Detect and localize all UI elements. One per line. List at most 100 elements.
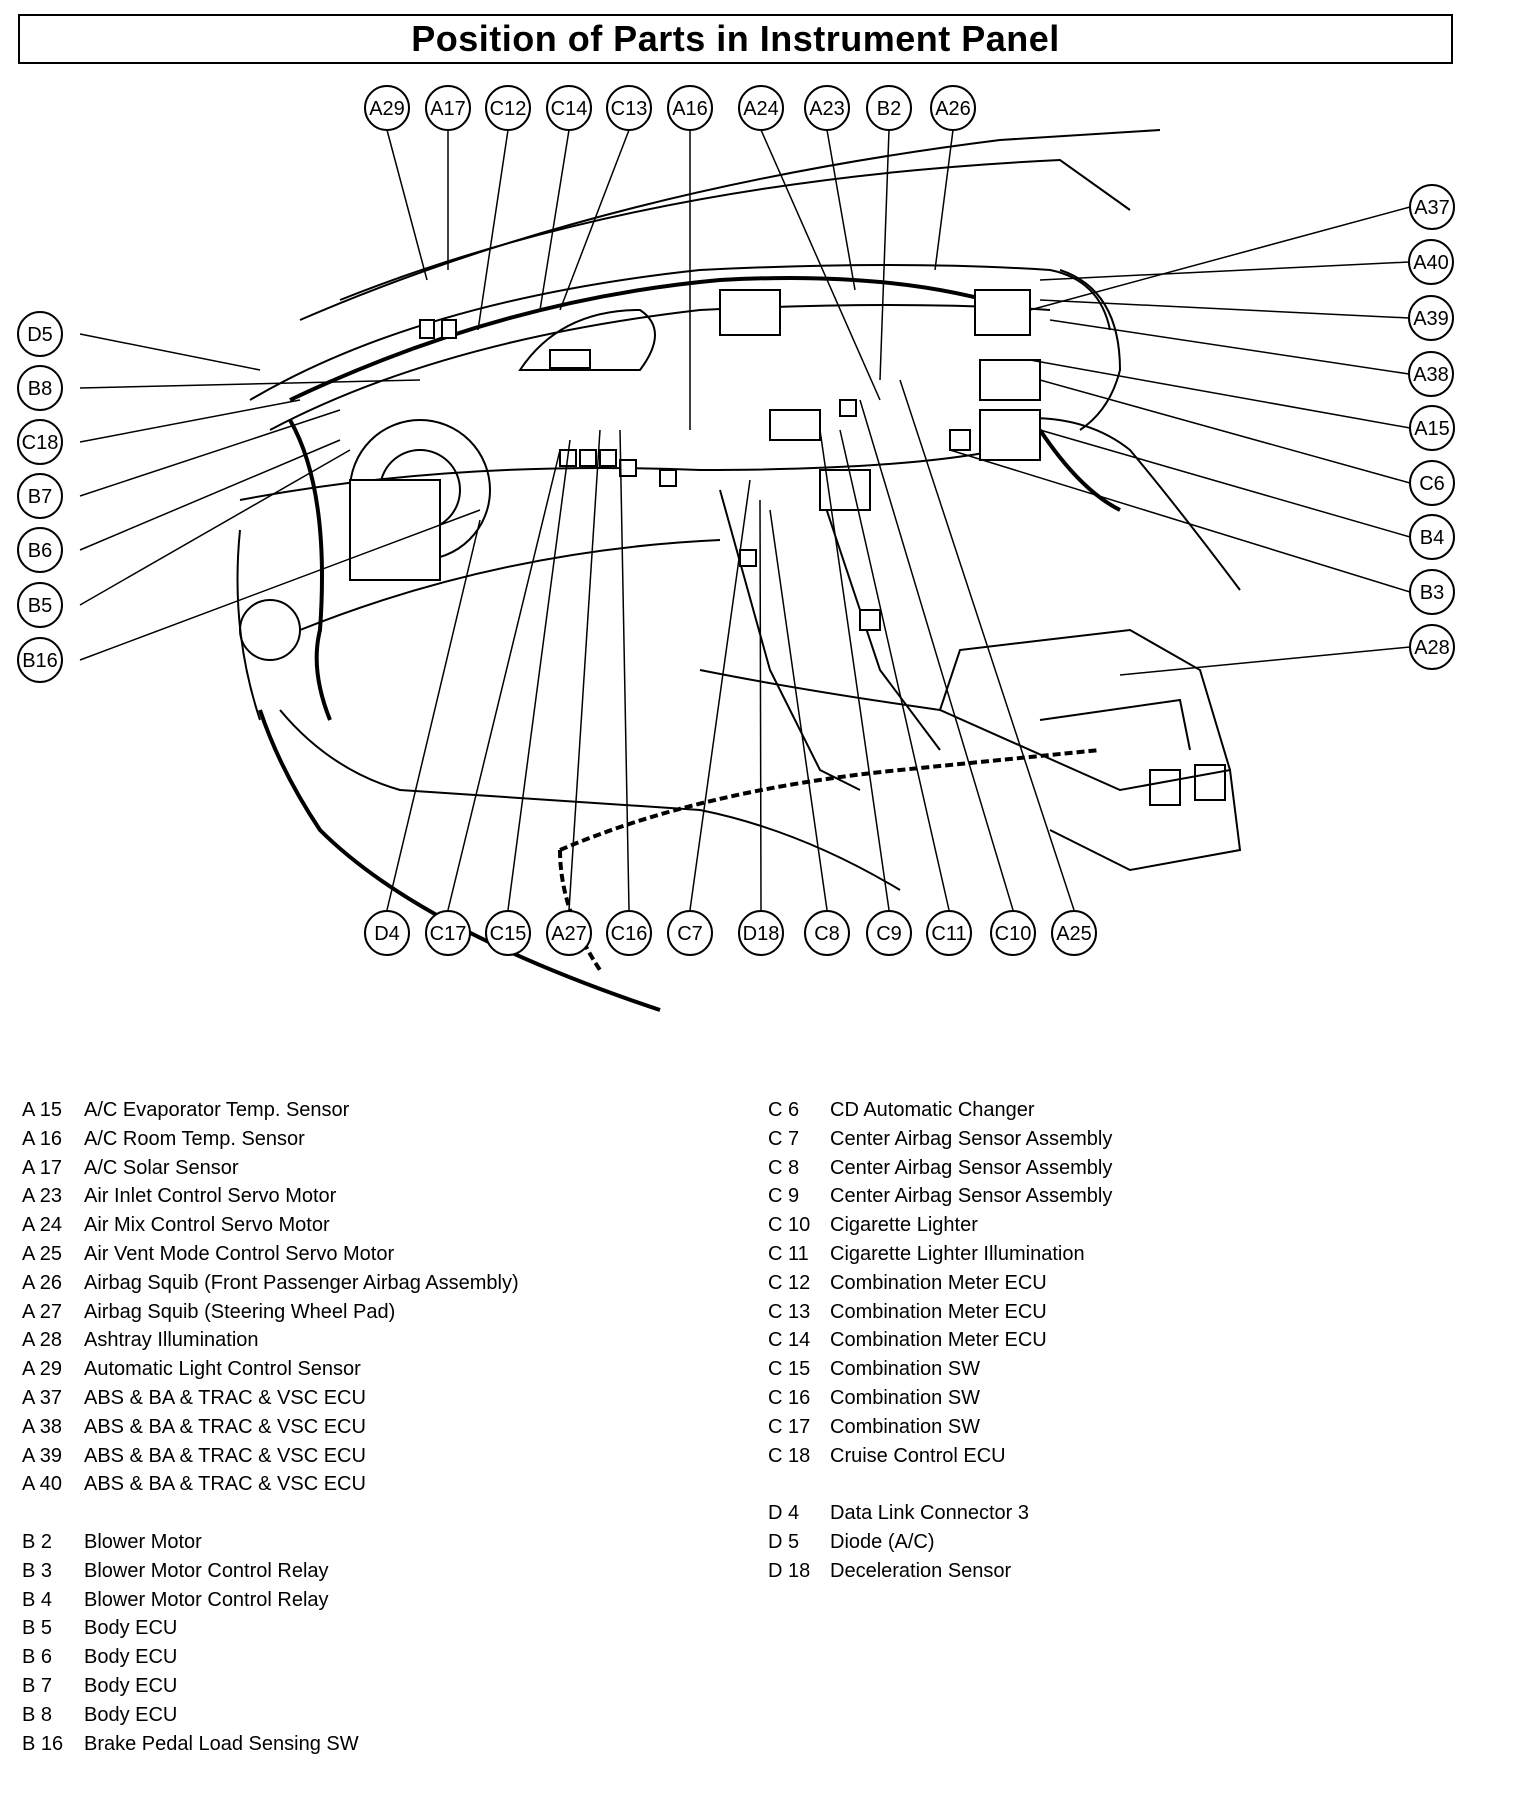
legend-code: C 8: [768, 1156, 800, 1179]
callout-label: C8: [814, 923, 840, 945]
callout-label: A15: [1414, 418, 1450, 440]
legend-item: C 9 Center Airbag Sensor Assembly: [768, 1182, 1112, 1211]
legend-code: C 10: [768, 1214, 811, 1237]
callout-label: C7: [677, 923, 703, 945]
callout-label: A39: [1413, 308, 1449, 330]
callout-C7: C7: [667, 910, 713, 956]
legend-part-name: Combination SW: [830, 1358, 981, 1381]
callout-label: C10: [995, 923, 1032, 945]
callout-label: A37: [1414, 197, 1450, 219]
legend-code: B 16: [22, 1732, 64, 1755]
callout-B3: B3: [1409, 569, 1455, 615]
legend-code: C 18: [768, 1444, 811, 1467]
instrument-panel-diagram: A29 A17 C12 C14 C13 A16 A24 A23 B2 A26 A…: [17, 85, 1455, 1012]
legend-code: C 11: [768, 1242, 809, 1265]
callout-label: B6: [28, 540, 52, 562]
callout-A37: A37: [1409, 184, 1455, 230]
legend-item: C 7 Center Airbag Sensor Assembly: [768, 1125, 1112, 1154]
legend-part-name: Center Airbag Sensor Assembly: [830, 1127, 1113, 1150]
callout-A17: A17: [425, 85, 471, 131]
callout-D5: D5: [17, 311, 63, 357]
legend-part-name: Combination Meter ECU: [830, 1300, 1047, 1323]
legend-code: B 4: [22, 1588, 53, 1611]
callout-C8: C8: [804, 910, 850, 956]
legend-part-name: A/C Solar Sensor: [84, 1156, 239, 1179]
legend-code: C 7: [768, 1127, 800, 1150]
legend-part-name: Cigarette Lighter Illumination: [830, 1242, 1085, 1265]
callout-label: D4: [374, 923, 400, 945]
legend-code: A 17: [22, 1156, 63, 1179]
callout-B8: B8: [17, 365, 63, 411]
callout-label: D18: [743, 923, 780, 945]
panel-outline: [236, 129, 1242, 891]
legend-code: D 4: [768, 1502, 800, 1525]
callout-label: A27: [551, 923, 587, 945]
legend-part-name: Combination SW: [830, 1415, 981, 1438]
legend-part-name: Body ECU: [84, 1703, 178, 1726]
legend-code: A 39: [22, 1444, 63, 1467]
callout-C14: C14: [546, 85, 592, 131]
legend-code: B 3: [22, 1559, 53, 1582]
callout-A29: A29: [364, 85, 410, 131]
legend-code: B 6: [22, 1646, 53, 1669]
callout-A24: A24: [738, 85, 784, 131]
legend-part-name: CD Automatic Changer: [830, 1099, 1035, 1121]
callout-label: A17: [430, 98, 466, 120]
callout-label: B5: [28, 595, 52, 617]
legend-code: C 9: [768, 1185, 800, 1208]
callout-B7: B7: [17, 473, 63, 519]
legend-part-name: Center Airbag Sensor Assembly: [830, 1185, 1113, 1208]
callouts-right: A37 A40 A39 A38 A15 C6 B4 B3 A28: [1408, 184, 1455, 670]
callout-label: B16: [22, 650, 58, 672]
title-box: Position of Parts in Instrument Panel: [18, 14, 1453, 64]
callout-label: D5: [27, 324, 53, 346]
callout-label: A29: [369, 98, 405, 120]
callout-label: C6: [1419, 473, 1445, 495]
legend-part-name: Body ECU: [84, 1617, 178, 1640]
legend-code: A 27: [22, 1300, 63, 1323]
callout-B5: B5: [17, 582, 63, 628]
legend-part-name: Air Mix Control Servo Motor: [84, 1214, 330, 1237]
callout-C11: C11: [926, 910, 972, 956]
legend-part-name: ABS & BA & TRAC & VSC ECU: [84, 1386, 366, 1409]
legend-code: D 18: [768, 1559, 811, 1582]
callout-label: B4: [1420, 527, 1444, 549]
component-blocks: [349, 289, 1041, 631]
legend-part-name: Center Airbag Sensor Assembly: [830, 1156, 1113, 1179]
callout-C18: C18: [17, 419, 63, 465]
callout-A26: A26: [930, 85, 976, 131]
legend-code: A 29: [22, 1358, 63, 1381]
legend-code: C 12: [768, 1271, 811, 1294]
legend-code: A 25: [22, 1242, 63, 1265]
legend-code: A 38: [22, 1415, 63, 1438]
legend-code: C 14: [768, 1329, 811, 1352]
callouts-left: D5 B8 C18 B7 B6 B5 B16: [17, 311, 63, 683]
legend-part-name: Combination SW: [830, 1386, 981, 1409]
legend-part-name: Combination Meter ECU: [830, 1271, 1047, 1294]
callout-C16: C16: [606, 910, 652, 956]
legend-code: A 40: [22, 1473, 63, 1496]
legend-part-name: A/C Evaporator Temp. Sensor: [84, 1099, 350, 1121]
callouts-top: A29 A17 C12 C14 C13 A16 A24 A23 B2 A26: [364, 85, 976, 131]
legend-part-name: Blower Motor Control Relay: [84, 1588, 329, 1611]
callout-label: A23: [809, 98, 845, 120]
legend-part-name: Diode (A/C): [830, 1530, 935, 1553]
callout-A27: A27: [546, 910, 592, 956]
callout-label: A26: [935, 98, 971, 120]
callout-C10: C10: [990, 910, 1036, 956]
callout-C17: C17: [425, 910, 471, 956]
legend-part-name: Blower Motor: [84, 1530, 202, 1553]
